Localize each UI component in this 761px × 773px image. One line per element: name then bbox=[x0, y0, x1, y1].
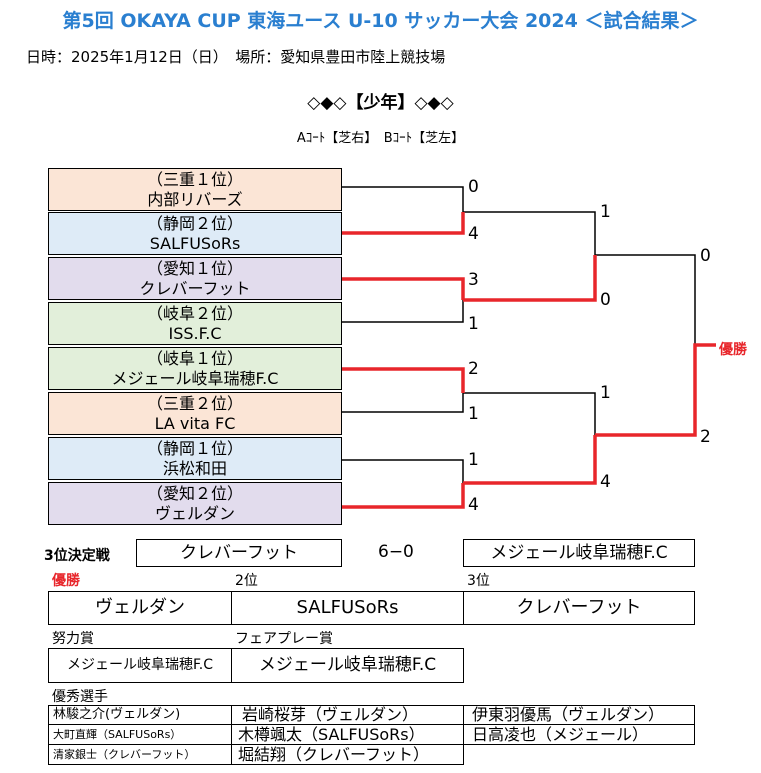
effort-award-label: 努力賞 bbox=[52, 631, 94, 647]
score: 1 bbox=[468, 314, 479, 334]
bracket-line bbox=[463, 211, 596, 255]
team-name: メジェール岐阜瑞穂F.C bbox=[111, 369, 279, 388]
team-box: （静岡１位） 浜松和田 bbox=[48, 437, 342, 480]
team-box: （岐阜１位） メジェール岐阜瑞穂F.C bbox=[48, 347, 342, 390]
team-rank: （岐阜１位） bbox=[146, 349, 243, 368]
score: 3 bbox=[468, 270, 479, 290]
team-rank: （三重２位） bbox=[146, 394, 243, 413]
winner-line bbox=[463, 255, 597, 302]
team-box: （岐阜２位） ISS.F.C bbox=[48, 302, 342, 345]
team-name: LA vita FC bbox=[154, 414, 236, 433]
team-name: SALFUSoRs bbox=[149, 234, 241, 253]
team-name: 浜松和田 bbox=[162, 459, 227, 478]
score: 1 bbox=[468, 450, 479, 470]
mvp-player: 大町直輝（SALFUSoRs） bbox=[48, 724, 232, 745]
mvp-player: 伊東羽優馬（ヴェルダン） bbox=[463, 705, 695, 725]
score: 1 bbox=[468, 404, 479, 424]
third-label: 3位 bbox=[467, 573, 490, 589]
bracket-line bbox=[463, 392, 596, 435]
score: 2 bbox=[468, 359, 479, 379]
mvp-player: 林駿之介(ヴェルダン) bbox=[48, 705, 232, 725]
score: 4 bbox=[468, 495, 479, 515]
mvp-player: 木樽颯太（SALFUSoRs） bbox=[231, 724, 464, 745]
score: 1 bbox=[600, 202, 611, 222]
score: 1 bbox=[600, 383, 611, 403]
team-box: （愛知１位） クレバーフット bbox=[48, 257, 342, 300]
team-name: ISS.F.C bbox=[168, 324, 222, 343]
mvp-player: 岩崎桜芽（ヴェルダン） bbox=[231, 705, 464, 725]
winner-label: 優勝 bbox=[52, 573, 80, 589]
winner-line bbox=[595, 343, 716, 437]
fairplay-award-team: メジェール岐阜瑞穂F.C bbox=[231, 648, 464, 683]
team-rank: （静岡２位） bbox=[146, 214, 243, 233]
score: 2 bbox=[700, 427, 711, 447]
team-rank: （愛知１位） bbox=[146, 259, 243, 278]
score: 0 bbox=[468, 177, 479, 197]
winner-line bbox=[342, 483, 465, 509]
team-name: ヴェルダン bbox=[154, 504, 235, 523]
third-place-team1: クレバーフット bbox=[136, 539, 342, 567]
champion-mark: 優勝 bbox=[719, 342, 747, 358]
winner-line bbox=[342, 212, 465, 235]
team-rank: （岐阜２位） bbox=[146, 304, 243, 323]
mvp-player: 堀結翔（クレバーフット） bbox=[231, 744, 464, 765]
team-rank: （静岡１位） bbox=[146, 439, 243, 458]
winner-team: ヴェルダン bbox=[48, 591, 232, 625]
effort-award-team: メジェール岐阜瑞穂F.C bbox=[48, 648, 232, 683]
mvp-player: 日高凌也（メジェール） bbox=[463, 724, 695, 745]
team-rank: （三重１位） bbox=[146, 170, 243, 189]
team-rank: （愛知２位） bbox=[146, 484, 243, 503]
bracket-line bbox=[342, 393, 464, 413]
date-venue: 日時：2025年1月12日（日） 場所：愛知県豊田市陸上競技場 bbox=[26, 48, 446, 66]
winner-line bbox=[463, 435, 597, 485]
winner-line bbox=[342, 367, 465, 393]
page-title: 第5回 OKAYA CUP 東海ユース U-10 サッカー大会 2024 ＜試合… bbox=[62, 10, 699, 32]
winner-line bbox=[342, 277, 465, 300]
third-place-team2: メジェール岐阜瑞穂F.C bbox=[463, 539, 695, 567]
team-name: クレバーフット bbox=[139, 279, 251, 298]
score: 4 bbox=[600, 472, 611, 492]
bracket-line bbox=[595, 254, 696, 345]
third-place-score: 6−0 bbox=[378, 542, 414, 562]
team-box: （三重２位） LA vita FC bbox=[48, 392, 342, 435]
score: 0 bbox=[700, 246, 711, 266]
category-heading: ◇◆◇【少年】◇◆◇ bbox=[307, 93, 454, 113]
team-box: （三重１位） 内部リバーズ bbox=[48, 168, 342, 211]
second-label: 2位 bbox=[235, 573, 258, 589]
team-name: 内部リバーズ bbox=[147, 190, 243, 209]
third-place-label: 3位決定戦 bbox=[44, 548, 110, 564]
court-info: Aｺｰﾄ【芝右】 Bｺｰﾄ【芝左】 bbox=[296, 131, 465, 146]
score: 4 bbox=[468, 224, 479, 244]
third-team: クレバーフット bbox=[463, 591, 695, 625]
score: 0 bbox=[600, 290, 611, 310]
mvp-player: 清家銀士（クレバーフット） bbox=[48, 744, 232, 765]
bracket-line bbox=[342, 186, 464, 212]
second-team: SALFUSoRs bbox=[231, 591, 464, 625]
mvp-label: 優秀選手 bbox=[52, 689, 108, 705]
team-box: （静岡２位） SALFUSoRs bbox=[48, 212, 342, 255]
bracket-line bbox=[342, 300, 464, 323]
team-box: （愛知２位） ヴェルダン bbox=[48, 482, 342, 525]
fairplay-award-label: フェアプレー賞 bbox=[235, 631, 333, 647]
bracket-line bbox=[342, 459, 464, 483]
